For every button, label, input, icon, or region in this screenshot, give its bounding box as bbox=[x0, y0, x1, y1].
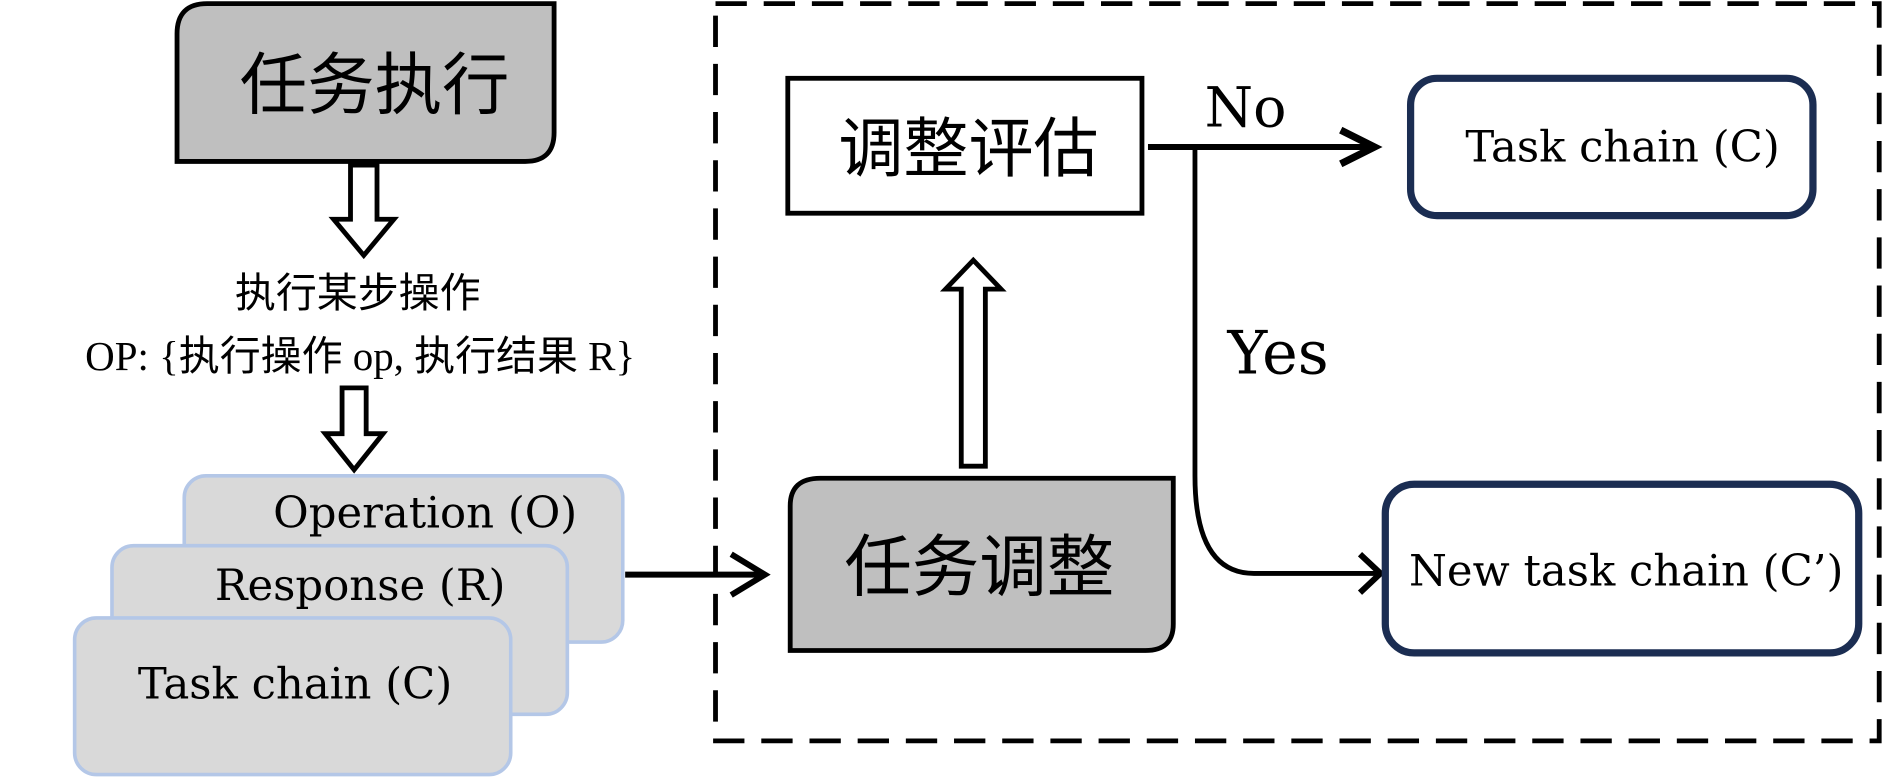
no-label: No bbox=[1205, 76, 1287, 140]
down-arrow-icon bbox=[328, 162, 400, 260]
yes-label: Yes bbox=[1227, 318, 1329, 388]
task-execution-label: 任务执行 bbox=[240, 48, 510, 123]
new-task-chain-label: New task chain (C’) bbox=[1409, 546, 1844, 596]
adjustment-evaluation-label: 调整评估 bbox=[838, 114, 1098, 186]
new-task-chain-node: New task chain (C’) bbox=[1381, 480, 1863, 657]
yes-branch-arrow bbox=[1192, 146, 1385, 595]
no-branch-arrow bbox=[1147, 126, 1383, 168]
adjustment-region-dashed-box bbox=[713, 1, 1882, 744]
task-adjustment-node: 任务调整 bbox=[787, 475, 1176, 653]
task-chain-output-label: Task chain (C) bbox=[1465, 122, 1779, 172]
operation-label: Operation (O) bbox=[273, 489, 577, 539]
arrow-to-task-adjustment bbox=[625, 551, 771, 598]
step-label-line1: 执行某步操作 bbox=[235, 271, 481, 316]
task-chain-input-label: Task chain (C) bbox=[138, 660, 452, 710]
task-execution-node: 任务执行 bbox=[174, 1, 557, 164]
task-chain-input-card: Task chain (C) bbox=[72, 616, 513, 777]
response-label: Response (R) bbox=[215, 561, 506, 611]
step-label-line2: OP: {执行操作 op, 执行结果 R} bbox=[85, 334, 635, 379]
task-chain-output-node: Task chain (C) bbox=[1406, 74, 1817, 220]
adjustment-evaluation-node: 调整评估 bbox=[785, 75, 1145, 216]
task-adjustment-label: 任务调整 bbox=[844, 530, 1114, 605]
down-arrow-icon bbox=[320, 385, 389, 474]
up-arrow-icon bbox=[939, 256, 1007, 469]
